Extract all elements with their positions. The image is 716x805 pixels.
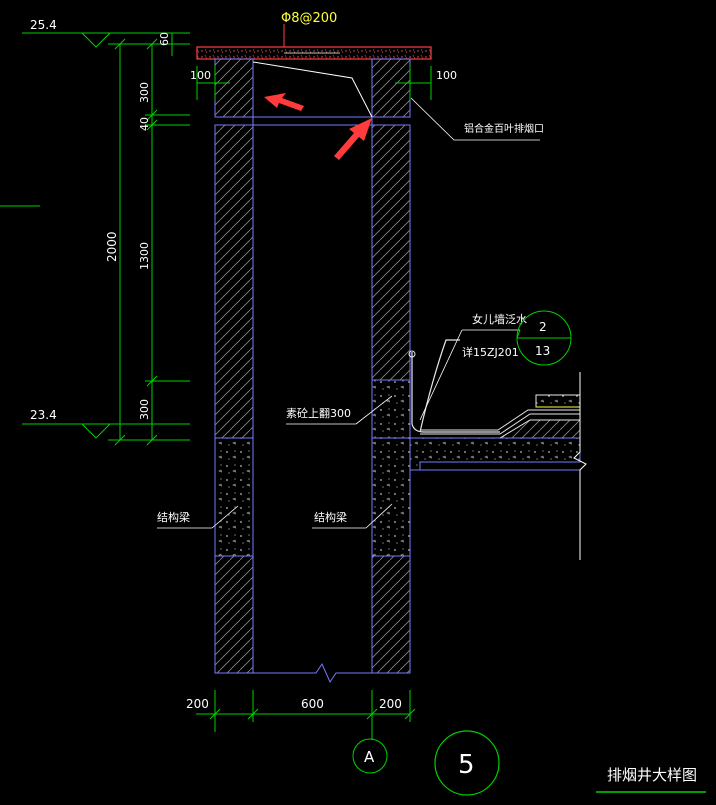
louver-blade [252,61,373,118]
dim-bottom-mid: 600 [301,697,324,711]
reference-standard: 详15ZJ201 [462,345,519,359]
beam-left-label: 结构梁 [157,510,190,524]
dim-right-100: 100 [436,69,457,82]
dim-seg-300-bottom: 300 [138,399,151,420]
dim-left-100: 100 [190,69,211,82]
dim-slab-60: 60 [158,32,171,46]
right-wall [371,124,411,674]
dim-seg-300-top: 300 [138,82,151,103]
red-arrow-left [264,93,304,111]
beam-right-label: 结构梁 [314,510,347,524]
detail-ref-bottom: 13 [535,344,550,358]
waterproof-upturn [411,339,500,433]
left-wall [214,124,254,674]
offset-dimensions [196,66,432,100]
drawing-title: 排烟井大样图 [607,766,697,784]
axis-bubble [352,738,388,774]
louver-leader [410,97,540,141]
elevation-top-marker [22,32,190,48]
plain-concrete-leader-diag [355,395,393,425]
roof-buildup [420,394,581,439]
dim-bottom-right: 200 [379,697,402,711]
vertical-dimension-total [108,38,190,446]
flashing-clip [408,350,416,358]
dim-total-height: 2000 [105,231,119,262]
detail-number: 5 [458,750,475,780]
bottom-break-line [215,662,410,684]
louver-frame [214,58,411,126]
red-arrow-down [334,118,372,160]
beam-right-leader-diag [365,503,393,529]
roof-slab [409,437,581,471]
plain-concrete-label: 素砼上翻300 [286,406,351,420]
dim-bottom-left: 200 [186,697,209,711]
dim-seg-1300: 1300 [138,242,151,270]
detail-number-circle [434,730,500,796]
louver-label: 铝合金百叶排烟口 [464,122,544,135]
detail-reference-circle [516,310,572,366]
axis-label: A [364,748,375,766]
bottom-dimension-chain [196,690,416,740]
elevation-bottom-label: 23.4 [30,408,57,422]
elevation-bottom-marker [22,423,190,439]
rebar-label: Φ8@200 [281,11,337,26]
detail-ref-top: 2 [539,320,547,334]
parapet-label: 女儿墙泛水 [472,312,527,326]
beam-left-leader-diag [211,505,239,529]
dim-seg-40: 40 [138,117,151,131]
elevation-top-label: 25.4 [30,18,57,32]
parapet-leader-diag [419,329,463,421]
right-break-line [573,372,587,560]
vertical-dimension-chain [145,38,190,446]
